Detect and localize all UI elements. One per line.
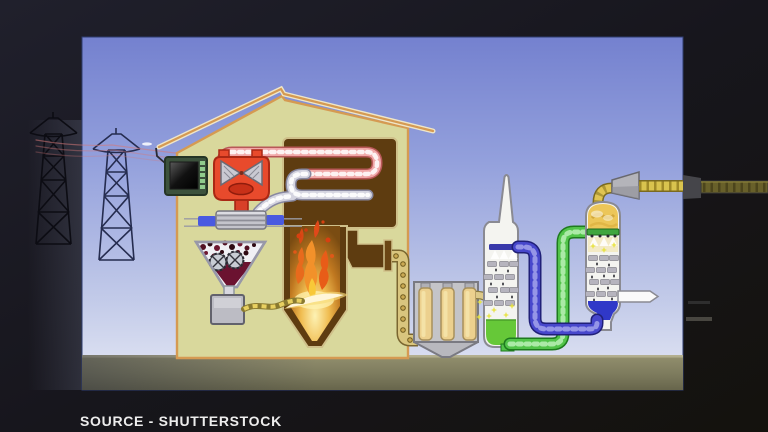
- generator: [155, 147, 208, 196]
- absorber-tower: [585, 182, 660, 331]
- coal-hopper: [193, 240, 268, 325]
- coal-crusher-wheels: [208, 250, 245, 272]
- outlet-pipe-shadow: [686, 301, 712, 321]
- filter-bags: [418, 287, 477, 341]
- condenser: [184, 197, 302, 230]
- absorber-spray-header: [586, 228, 620, 236]
- green-slurry-pipe: [503, 225, 593, 351]
- absorber-liquid: [588, 301, 618, 320]
- riveted-flue-pipe: [392, 249, 418, 347]
- condensate-pipe: [252, 168, 374, 218]
- blue-slurry-pipe: [511, 240, 604, 336]
- scrubber-spray-header: [489, 244, 518, 250]
- treated-water-outlet: [617, 290, 660, 303]
- pulverized-coal-stream: [241, 297, 305, 312]
- steam-turbine: [213, 149, 270, 201]
- furnace-flames: [284, 220, 348, 309]
- source-caption: SOURCE - SHUTTERSTOCK: [80, 413, 282, 429]
- generator-screen: [169, 161, 199, 190]
- clean-gas-outlet-pipe: [611, 170, 768, 200]
